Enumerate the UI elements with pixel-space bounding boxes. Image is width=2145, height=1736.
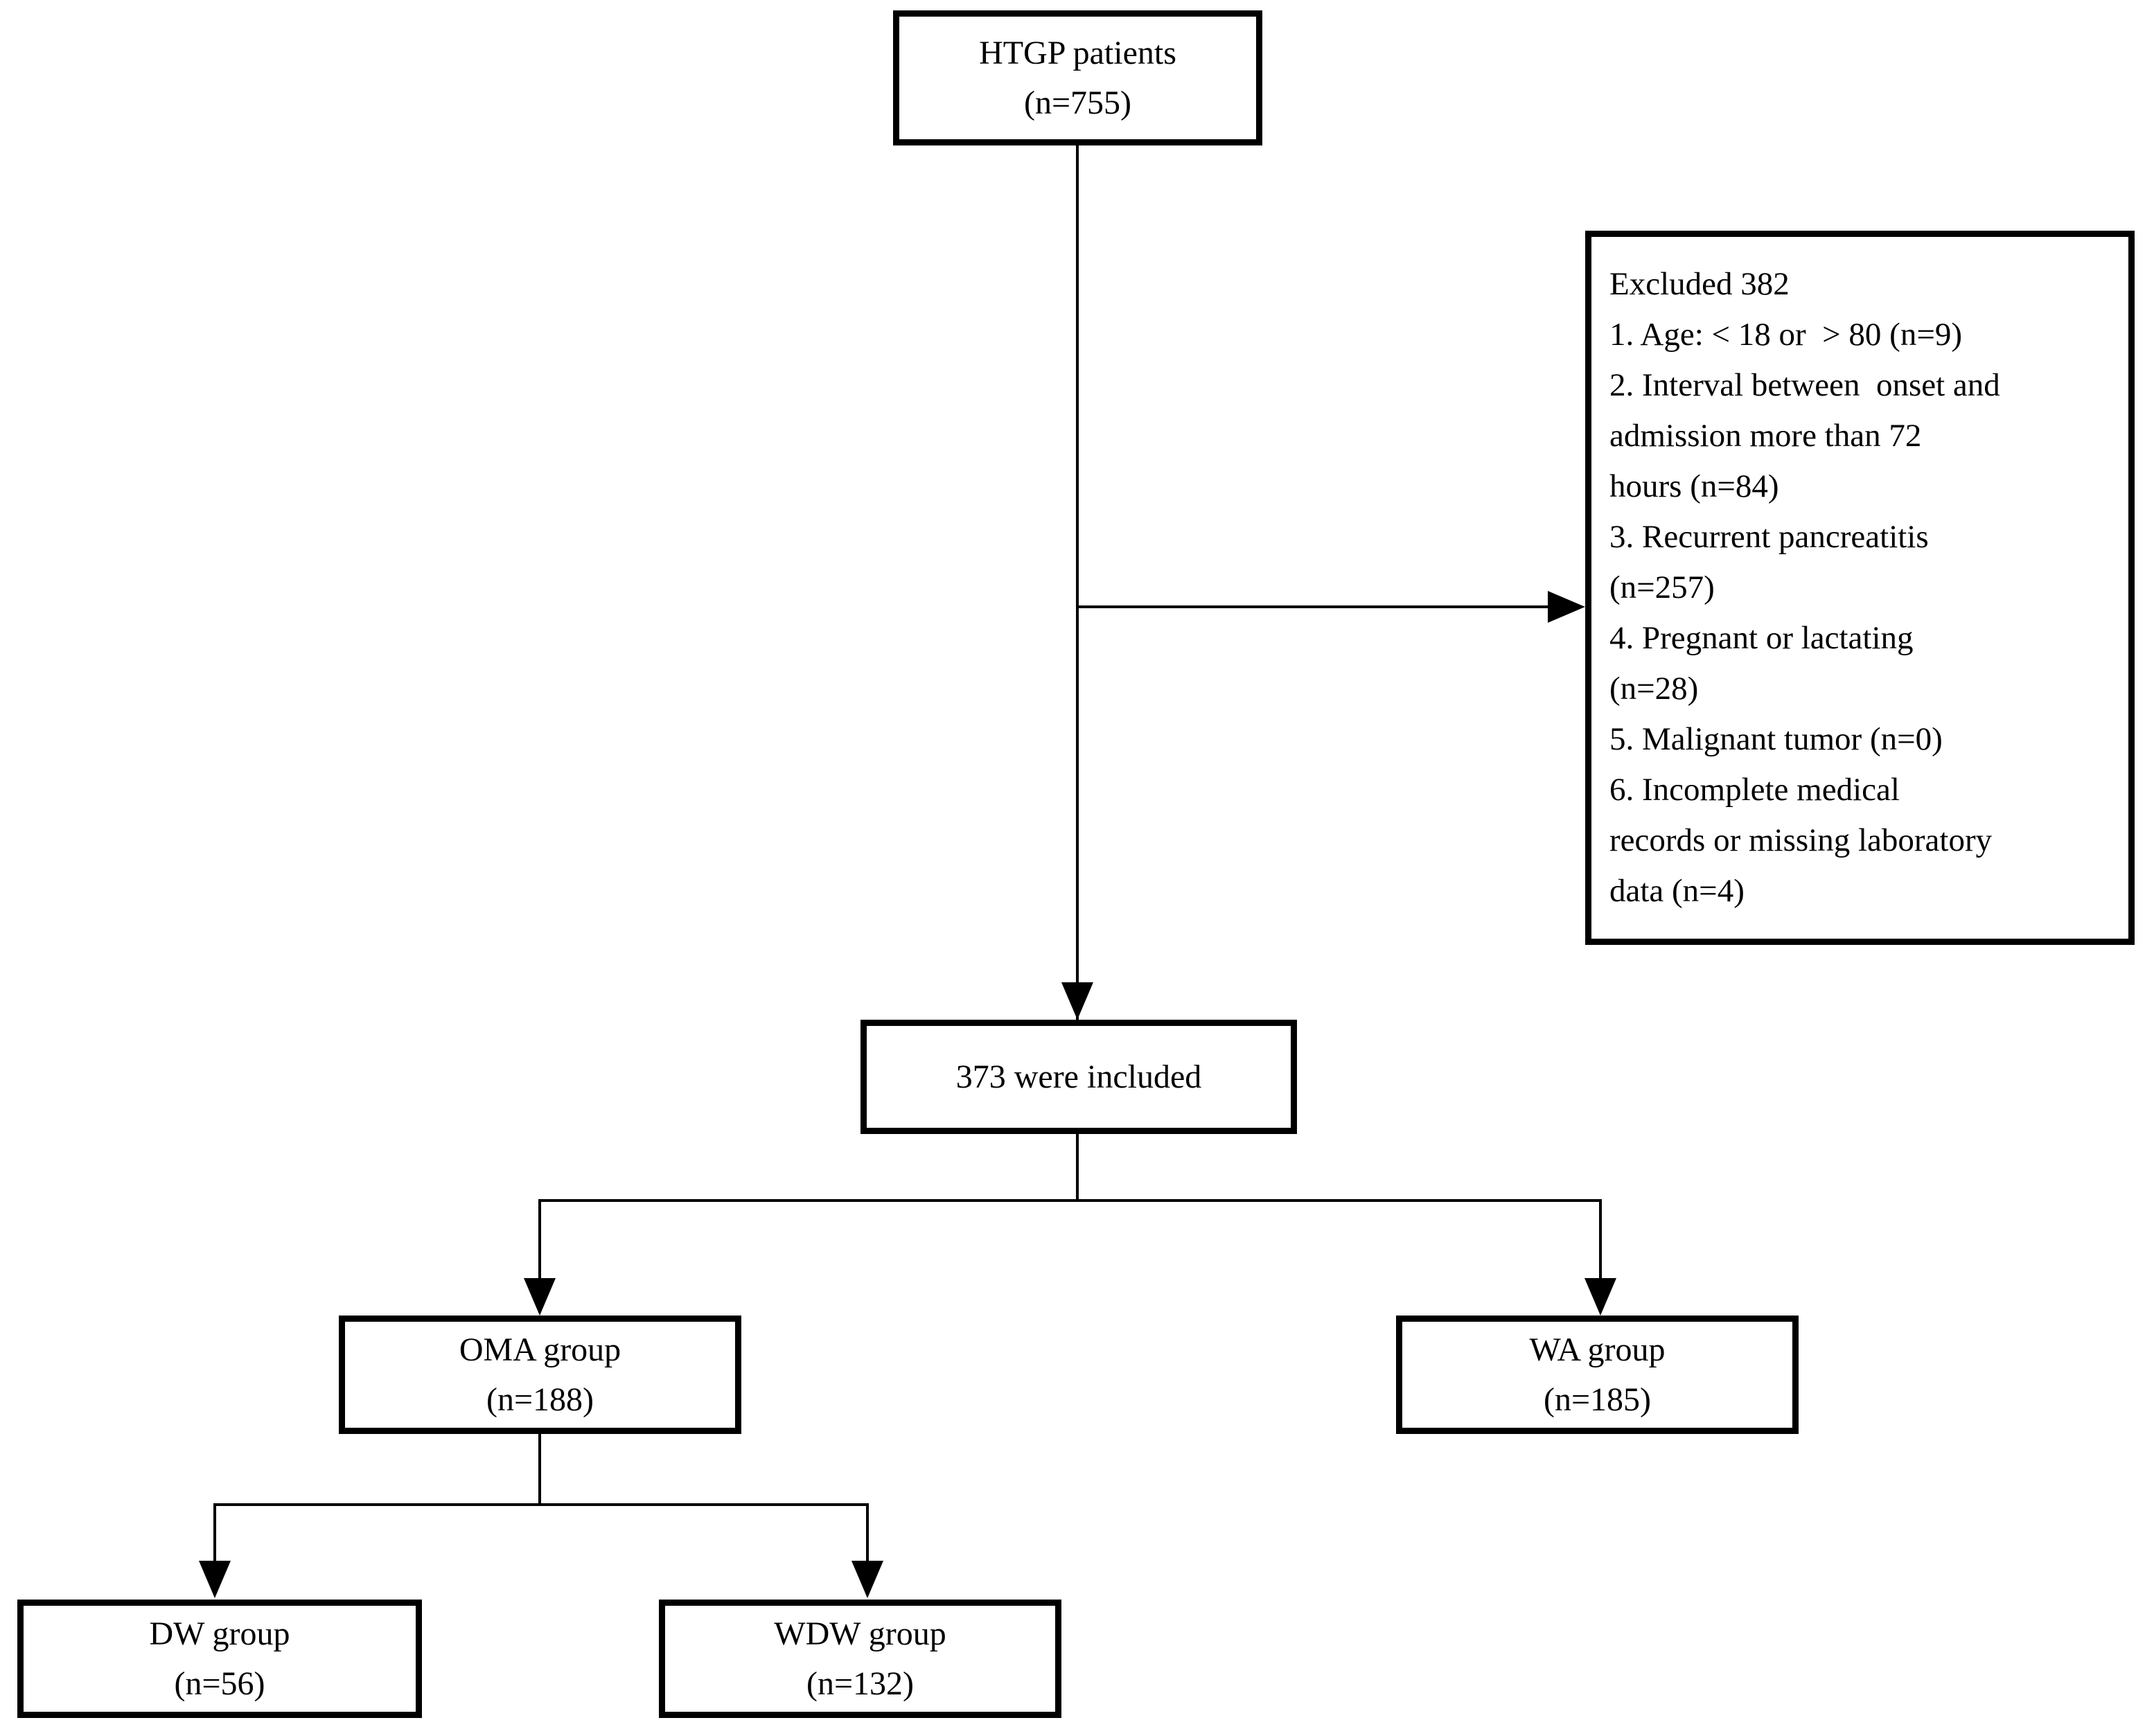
node-excluded-item3-line2: (n=257): [1609, 569, 1715, 605]
arrowhead-into-excluded: [1548, 591, 1585, 623]
node-dw-group: DW group (n=56): [17, 1600, 422, 1718]
node-excluded-item1: 1. Age: < 18 or > 80 (n=9): [1609, 317, 1962, 353]
node-excluded-item6-line2: records or missing laboratory: [1609, 822, 1993, 858]
arrowhead-into-wa: [1585, 1278, 1616, 1316]
connector-branch-to-wdw: [866, 1503, 869, 1578]
node-oma-title: OMA group: [459, 1331, 621, 1368]
node-excluded-item6-line1: 6. Incomplete medical: [1609, 772, 1900, 808]
node-excluded-item2-line1: 2. Interval between onset and: [1609, 367, 2000, 403]
node-wa-count: (n=185): [1543, 1381, 1652, 1418]
connector-branch-to-wa: [1599, 1199, 1602, 1296]
node-excluded-item4-line2: (n=28): [1609, 671, 1699, 707]
node-excluded-item3-line1: 3. Recurrent pancreatitis: [1609, 519, 1929, 555]
node-excluded-item6-line3: data (n=4): [1609, 873, 1745, 909]
arrowhead-into-wdw: [851, 1561, 883, 1598]
node-dw-title: DW group: [149, 1615, 290, 1652]
arrowhead-into-dw: [199, 1561, 231, 1598]
branch-line-dw-wdw: [213, 1503, 869, 1506]
node-excluded: Excluded 382 1. Age: < 18 or > 80 (n=9) …: [1585, 231, 2135, 945]
node-wa-title: WA group: [1529, 1331, 1666, 1368]
connector-included-to-branch: [1076, 1134, 1079, 1202]
node-oma-group: OMA group (n=188): [339, 1316, 741, 1434]
node-wdw-title: WDW group: [774, 1615, 946, 1652]
branch-line-oma-wa: [538, 1199, 1602, 1202]
node-htgp-patients: HTGP patients (n=755): [893, 10, 1262, 145]
node-excluded-item2-line2: admission more than 72: [1609, 418, 1922, 454]
node-excluded-item5: 5. Malignant tumor (n=0): [1609, 721, 1943, 757]
connector-oma-to-branch: [538, 1434, 541, 1506]
node-wdw-count: (n=132): [806, 1665, 915, 1702]
node-included-label: 373 were included: [955, 1058, 1202, 1095]
node-excluded-title: Excluded 382: [1609, 266, 1790, 302]
arrowhead-into-included: [1061, 982, 1093, 1020]
node-included: 373 were included: [860, 1020, 1297, 1134]
connector-branch-to-dw: [213, 1503, 216, 1578]
node-dw-count: (n=56): [174, 1665, 265, 1702]
node-wdw-group: WDW group (n=132): [659, 1600, 1061, 1718]
connector-branch-to-oma: [538, 1199, 541, 1296]
node-wa-group: WA group (n=185): [1396, 1316, 1799, 1434]
node-excluded-item4-line1: 4. Pregnant or lactating: [1609, 620, 1914, 656]
arrowhead-into-oma: [524, 1278, 556, 1316]
node-oma-count: (n=188): [486, 1381, 594, 1418]
connector-to-excluded: [1076, 605, 1555, 608]
node-excluded-item2-line3: hours (n=84): [1609, 468, 1779, 504]
node-htgp-title: HTGP patients: [979, 34, 1176, 71]
connector-htgp-to-included: [1076, 145, 1079, 1020]
node-htgp-count: (n=755): [1023, 84, 1132, 121]
